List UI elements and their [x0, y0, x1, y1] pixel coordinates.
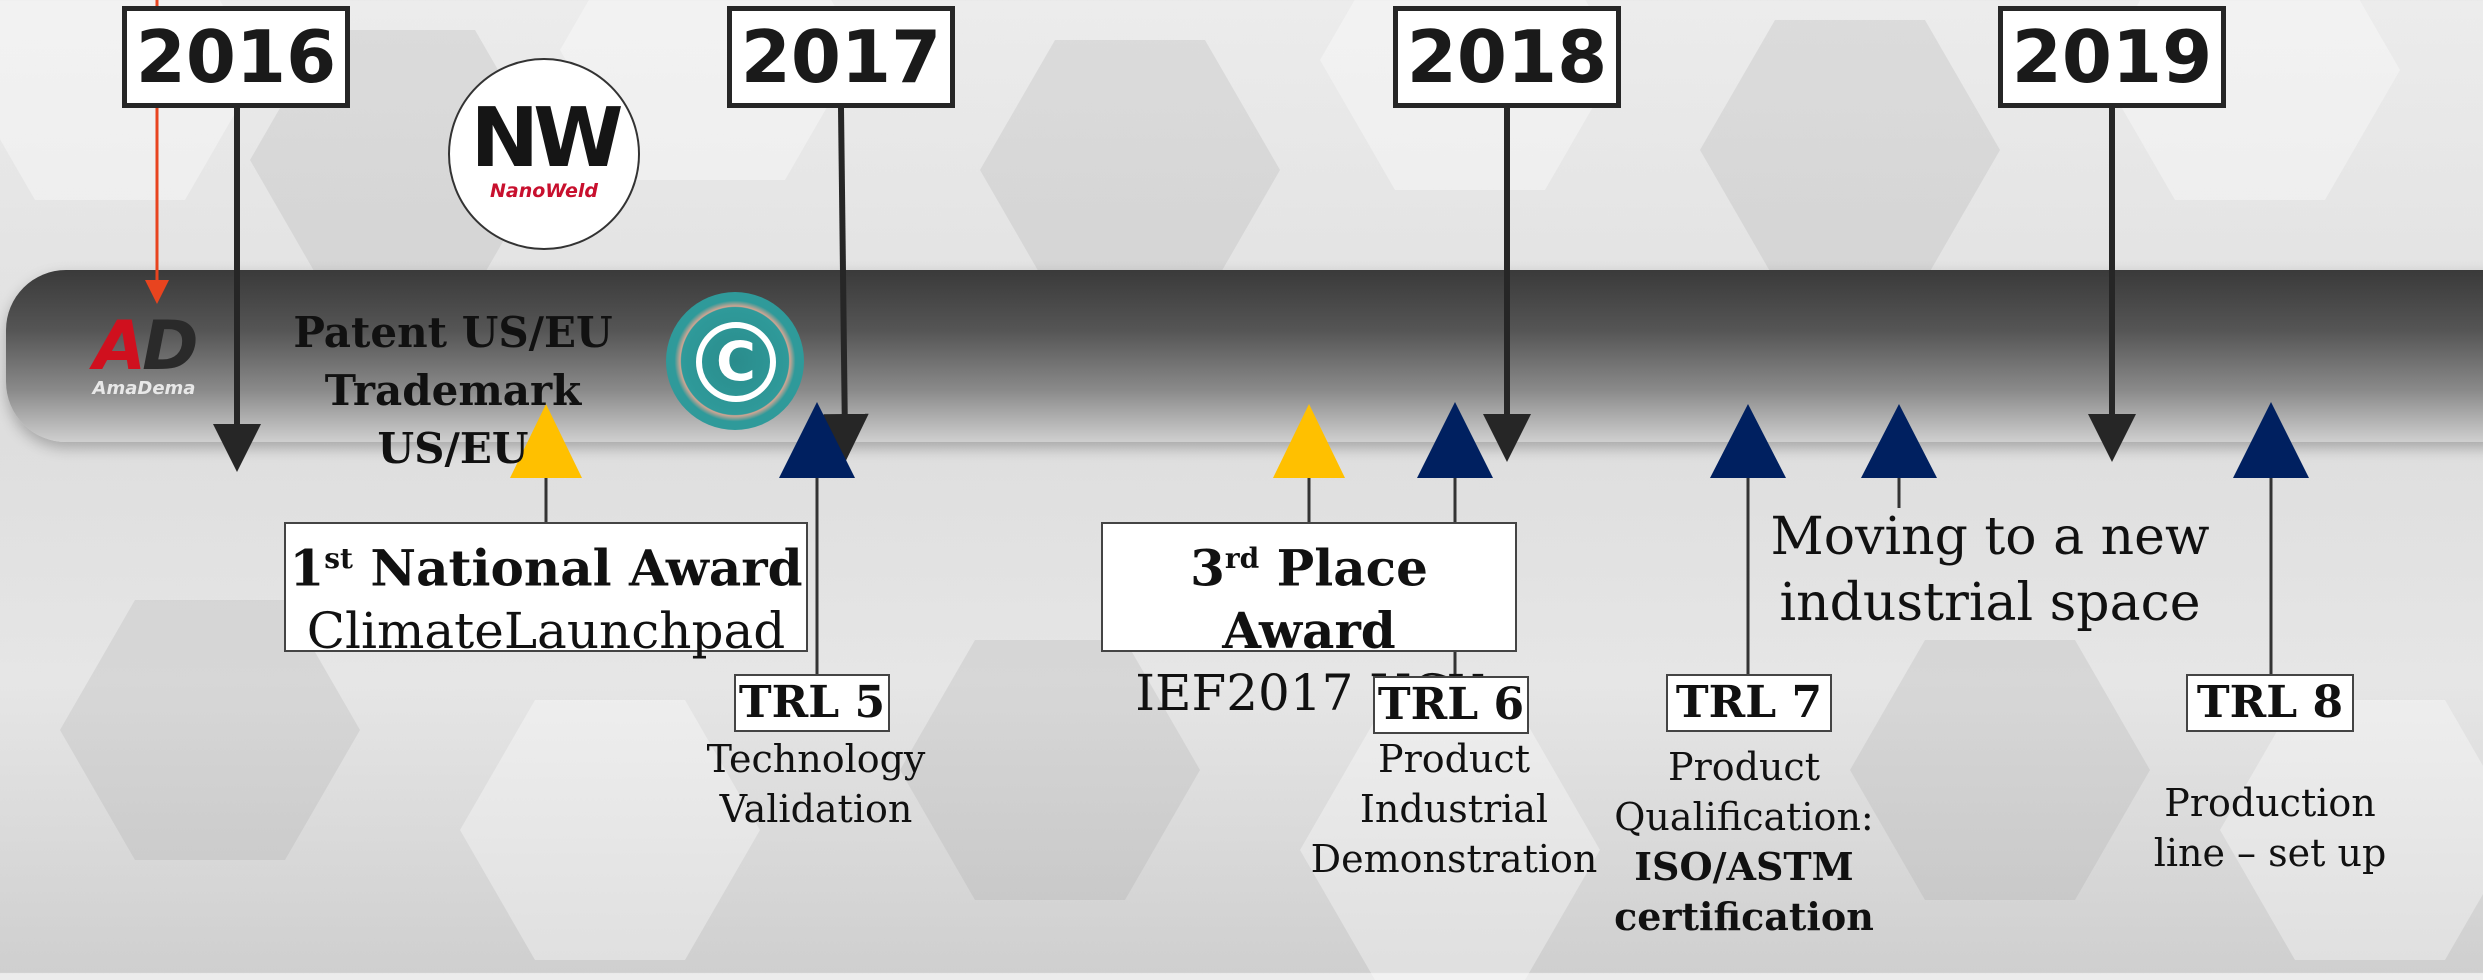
year-box-2017: 2017 — [727, 6, 955, 108]
trl6-box: TRL 6 — [1373, 676, 1529, 734]
year-box-2018: 2018 — [1393, 6, 1621, 108]
trl5-box: TRL 5 — [734, 674, 890, 732]
amadema-mark-red: A — [93, 307, 146, 386]
amadema-mark-dark: D — [142, 307, 198, 386]
award-box-ief: 3rd Place Award IEF2017 UCY — [1101, 522, 1517, 722]
year-box-2016: 2016 — [122, 6, 350, 108]
moving-label: Moving to a new industrial space — [1770, 507, 2210, 633]
patent-line: Patent US/EU — [293, 308, 613, 357]
trl5-marker — [779, 402, 855, 478]
trl5-description: Technology Validation — [706, 737, 926, 831]
trademark-line: Trademark US/EU — [324, 366, 582, 473]
nanoweld-logo: NW NanoWeld — [448, 58, 640, 250]
trl8-description: Production line – set up — [2153, 781, 2387, 875]
award-subtitle: ClimateLaunchpad — [306, 601, 786, 660]
nanoweld-mark: NW — [470, 91, 623, 186]
award-marker-1 — [510, 404, 582, 478]
award-marker-3 — [1273, 404, 1345, 478]
timeline-band — [6, 270, 2483, 442]
patent-label: Patent US/EU Trademark US/EU — [248, 304, 658, 478]
amadema-name: AmaDema — [92, 378, 196, 399]
trl8-box: TRL 8 — [2186, 674, 2354, 732]
award-box-national: 1st National Award ClimateLaunchpad — [284, 522, 808, 660]
trl7-box: TRL 7 — [1666, 674, 1832, 732]
amadema-logo: AD AmaDema — [82, 313, 206, 400]
year-box-2019: 2019 — [1998, 6, 2226, 108]
trl7-description: Product Qualification: ISO/ASTM certific… — [1614, 745, 1874, 939]
trl6-description: Product Industrial Demonstration — [1310, 737, 1598, 881]
trl6-marker — [1417, 402, 1493, 478]
copyright-icon: C — [666, 292, 804, 430]
nanoweld-name: NanoWeld — [489, 180, 599, 202]
moving-marker — [1861, 404, 1937, 478]
trl8-marker — [2233, 402, 2309, 478]
trl7-marker — [1710, 404, 1786, 478]
year-arrow-2017 — [820, 107, 869, 462]
